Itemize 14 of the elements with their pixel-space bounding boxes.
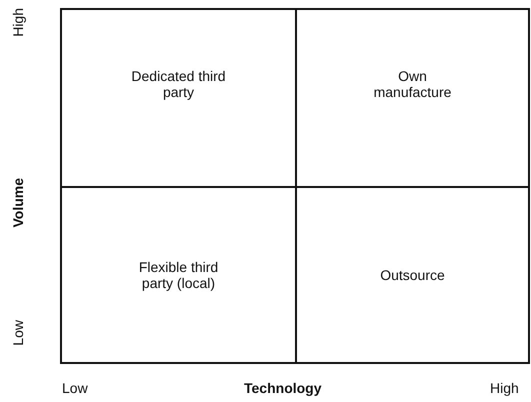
axis-tick-label: Low — [10, 320, 26, 346]
axis-title: Technology — [244, 380, 322, 396]
matrix-quadrant — [296, 187, 529, 363]
quadrant-label: Dedicated third party — [130, 68, 227, 100]
quadrant-label: Outsource — [379, 267, 446, 283]
quadrant-label: Flexible third party (local) — [138, 259, 220, 291]
matrix-quadrant — [61, 187, 296, 363]
matrix-quadrant — [296, 9, 529, 187]
axis-tick-label: High — [10, 8, 26, 37]
matrix-quadrant — [61, 9, 296, 187]
quadrant-label: Own manufacture — [372, 68, 452, 100]
axis-tick-label: High — [490, 380, 519, 396]
axis-tick-label: Low — [62, 380, 88, 396]
axis-title: Volume — [10, 178, 26, 228]
